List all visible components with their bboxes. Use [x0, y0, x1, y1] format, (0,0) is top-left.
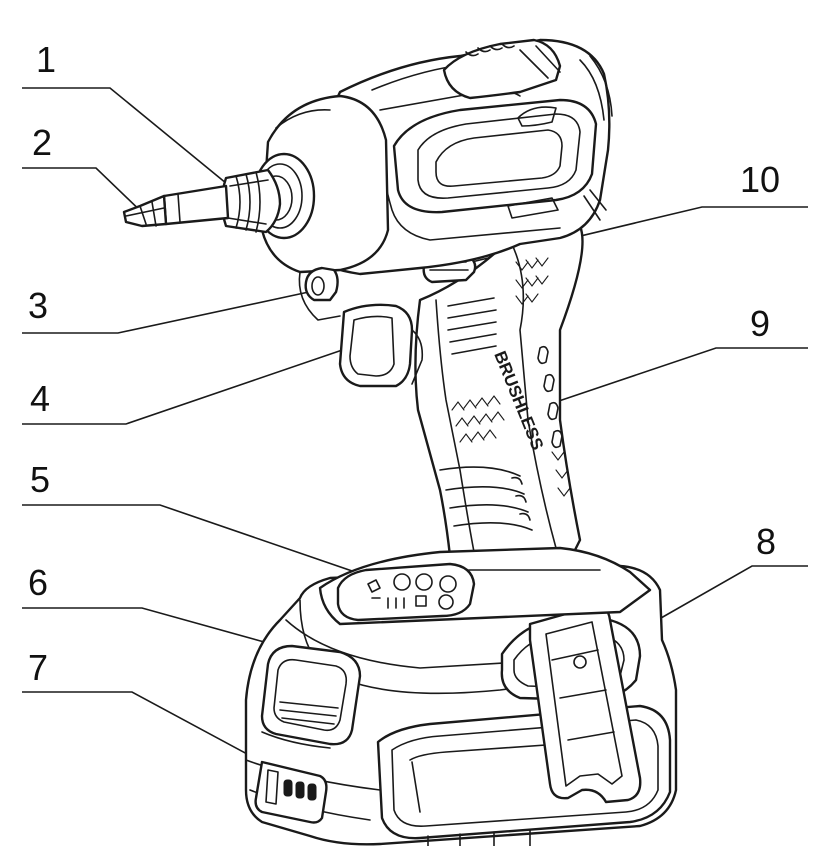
leader-line-3	[22, 289, 319, 334]
callout-7: 7	[28, 647, 48, 688]
driver-bit	[122, 184, 230, 228]
fuel-led-2	[295, 781, 305, 799]
callout-4: 4	[30, 378, 50, 419]
callout-labels: 1 2 3 4 5 6 7 8 9 10	[28, 39, 780, 688]
callout-1: 1	[36, 39, 56, 80]
fuel-led-1	[283, 779, 293, 797]
leader-line-1	[22, 87, 233, 189]
fuel-led-3	[307, 783, 317, 801]
battery-pack	[244, 564, 678, 846]
leader-line-6	[22, 607, 301, 653]
callout-9: 9	[750, 303, 770, 344]
belt-clip-screw	[573, 655, 587, 669]
leader-line-8	[639, 565, 808, 631]
leader-line-5	[22, 504, 391, 585]
callout-6: 6	[28, 562, 48, 603]
callout-5: 5	[30, 459, 50, 500]
callout-2: 2	[32, 122, 52, 163]
callout-10: 10	[740, 159, 780, 200]
leader-line-2	[22, 167, 153, 223]
handle-vents	[447, 297, 497, 355]
front-grip-chevrons	[451, 395, 505, 443]
quick-release-chuck	[220, 168, 282, 234]
leader-line-7	[22, 691, 263, 763]
top-vent-cover	[442, 38, 562, 100]
leader-line-9	[549, 347, 808, 405]
speed-control-buttons	[367, 573, 457, 610]
led-work-light	[304, 266, 339, 302]
battery-release-button	[260, 644, 362, 746]
motor-side-panel	[392, 98, 598, 214]
callout-3: 3	[28, 285, 48, 326]
speed-control-panel	[336, 562, 476, 622]
handle-grip-chevrons	[515, 257, 571, 497]
callout-8: 8	[756, 521, 776, 562]
leader-line-4	[22, 345, 355, 425]
lower-handle-ribs	[439, 466, 533, 531]
tool-body: BRUSHLESS	[122, 38, 652, 626]
